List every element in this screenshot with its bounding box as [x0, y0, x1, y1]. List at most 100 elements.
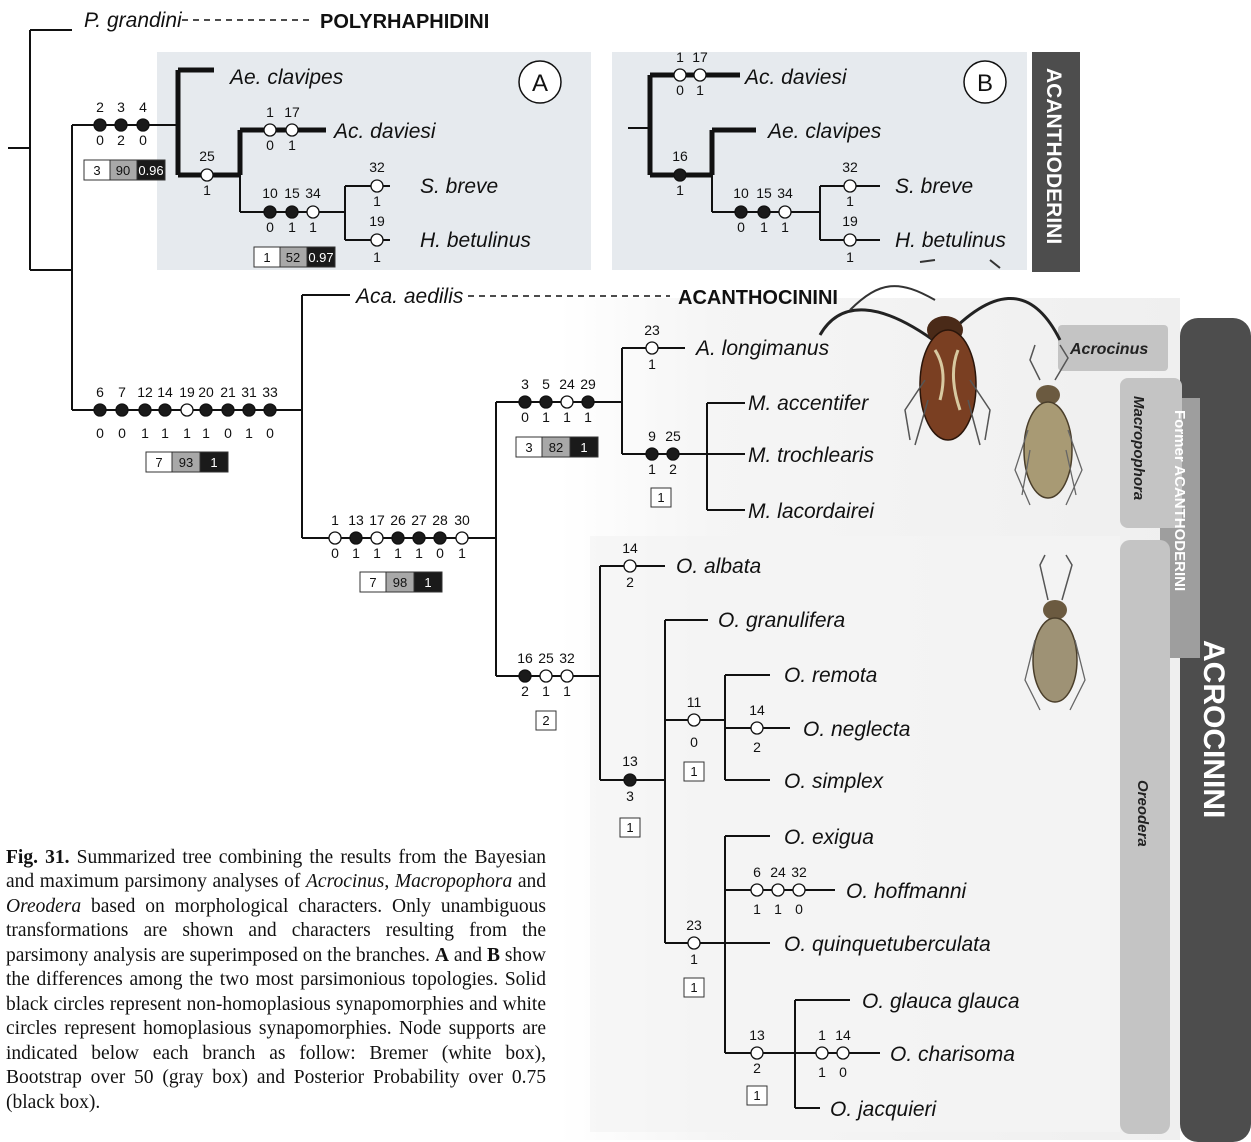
svg-text:1: 1	[846, 249, 854, 265]
svg-text:82: 82	[549, 440, 563, 455]
svg-text:10: 10	[262, 185, 278, 201]
svg-text:0: 0	[118, 425, 126, 441]
svg-text:POLYRHAPHIDINI: POLYRHAPHIDINI	[320, 11, 489, 33]
svg-text:32: 32	[842, 159, 858, 175]
svg-text:Aca. aedilis: Aca. aedilis	[354, 285, 464, 308]
svg-text:1: 1	[263, 250, 270, 265]
svg-text:25: 25	[199, 148, 215, 164]
svg-text:16: 16	[672, 148, 688, 164]
svg-text:A: A	[532, 70, 548, 97]
svg-text:1: 1	[183, 425, 191, 441]
svg-text:0: 0	[436, 545, 444, 561]
svg-text:31: 31	[241, 384, 257, 400]
svg-text:15: 15	[756, 185, 772, 201]
svg-text:25: 25	[538, 650, 554, 666]
svg-text:52: 52	[286, 250, 300, 265]
svg-text:19: 19	[179, 384, 195, 400]
svg-text:11: 11	[687, 694, 702, 710]
support-boxes: 3 90 0.96 1 52 0.97 7 93 1 3 82 1 1 7 98…	[83, 159, 768, 1106]
svg-text:19: 19	[842, 213, 858, 229]
svg-text:0: 0	[96, 132, 104, 148]
caption-segment: based on morphological characters. Only …	[6, 895, 546, 966]
svg-text:1: 1	[394, 545, 402, 561]
svg-text:1: 1	[352, 545, 360, 561]
svg-text:20: 20	[198, 384, 214, 400]
svg-text:2: 2	[117, 132, 125, 148]
svg-text:0: 0	[266, 219, 274, 235]
character-markers	[93, 68, 857, 1060]
oreodera-shade	[590, 536, 1120, 1132]
svg-text:7: 7	[155, 455, 162, 470]
svg-text:0: 0	[139, 132, 147, 148]
svg-text:H. betulinus: H. betulinus	[895, 229, 1006, 252]
svg-text:1: 1	[141, 425, 149, 441]
svg-text:2: 2	[753, 1060, 761, 1076]
svg-text:15: 15	[284, 185, 300, 201]
svg-text:1: 1	[774, 901, 782, 917]
svg-text:1: 1	[580, 440, 587, 455]
svg-text:1: 1	[309, 219, 317, 235]
svg-text:30: 30	[454, 512, 470, 528]
svg-text:0: 0	[521, 409, 529, 425]
svg-text:0: 0	[839, 1064, 847, 1080]
svg-text:P. grandini: P. grandini	[84, 9, 183, 32]
svg-text:16: 16	[517, 650, 533, 666]
svg-text:0: 0	[96, 425, 104, 441]
svg-text:1: 1	[584, 409, 592, 425]
caption-segment: ,	[384, 871, 395, 892]
svg-text:1: 1	[542, 409, 550, 425]
svg-text:1: 1	[657, 490, 664, 505]
macropophora-genus-label: Macropophora	[1130, 396, 1147, 500]
svg-text:1: 1	[563, 683, 571, 699]
svg-text:14: 14	[835, 1027, 851, 1043]
svg-text:1: 1	[161, 425, 169, 441]
svg-text:17: 17	[692, 49, 708, 65]
svg-text:0: 0	[676, 82, 684, 98]
caption-segment: Oreodera	[6, 895, 82, 917]
svg-text:9: 9	[648, 428, 656, 444]
svg-text:1: 1	[818, 1027, 826, 1043]
svg-text:H. betulinus: H. betulinus	[420, 229, 531, 252]
svg-text:1: 1	[373, 545, 381, 561]
acanthoderini-tribe-label: ACANTHODERINI	[1042, 68, 1065, 244]
macropophora-beetle-image	[1014, 344, 1083, 506]
svg-text:23: 23	[644, 322, 660, 338]
character-labels: 20 32 40 10 171 251 321 100 151 341 191 …	[96, 49, 858, 1080]
svg-text:1: 1	[210, 455, 217, 470]
svg-text:1: 1	[781, 219, 789, 235]
svg-text:13: 13	[749, 1027, 765, 1043]
svg-text:23: 23	[686, 917, 702, 933]
svg-text:1: 1	[203, 182, 211, 198]
svg-text:3: 3	[525, 440, 532, 455]
figure-caption: Fig. 31. Summarized tree combining the r…	[6, 846, 546, 1116]
svg-text:3: 3	[626, 788, 634, 804]
caption-segment: Acrocinus	[306, 871, 385, 892]
svg-text:1: 1	[373, 193, 381, 209]
svg-text:32: 32	[559, 650, 575, 666]
svg-text:17: 17	[284, 104, 300, 120]
svg-text:M. lacordairei: M. lacordairei	[748, 500, 875, 523]
svg-text:33: 33	[262, 384, 278, 400]
macropophora-band	[1120, 378, 1182, 528]
svg-text:1: 1	[648, 356, 656, 372]
svg-text:2: 2	[669, 461, 677, 477]
caption-segment: and	[512, 871, 547, 892]
svg-text:O. simplex: O. simplex	[784, 770, 885, 793]
svg-text:17: 17	[369, 512, 385, 528]
caption-text: Summarized tree combining the results fr…	[6, 847, 546, 1113]
svg-text:90: 90	[116, 163, 130, 178]
svg-text:1: 1	[542, 683, 550, 699]
svg-text:S. breve: S. breve	[420, 175, 498, 198]
caption-segment: show the differences among the two most …	[6, 944, 547, 1113]
svg-text:1: 1	[424, 575, 431, 590]
svg-text:25: 25	[665, 428, 681, 444]
svg-text:1: 1	[753, 1088, 760, 1103]
svg-text:Ac. daviesi: Ac. daviesi	[743, 66, 848, 89]
svg-text:2: 2	[753, 739, 761, 755]
svg-text:6: 6	[96, 384, 104, 400]
svg-text:7: 7	[118, 384, 126, 400]
acrocinus-beetle-image	[818, 259, 1062, 446]
svg-text:1: 1	[563, 409, 571, 425]
svg-text:24: 24	[559, 376, 575, 392]
svg-text:1: 1	[626, 820, 633, 835]
